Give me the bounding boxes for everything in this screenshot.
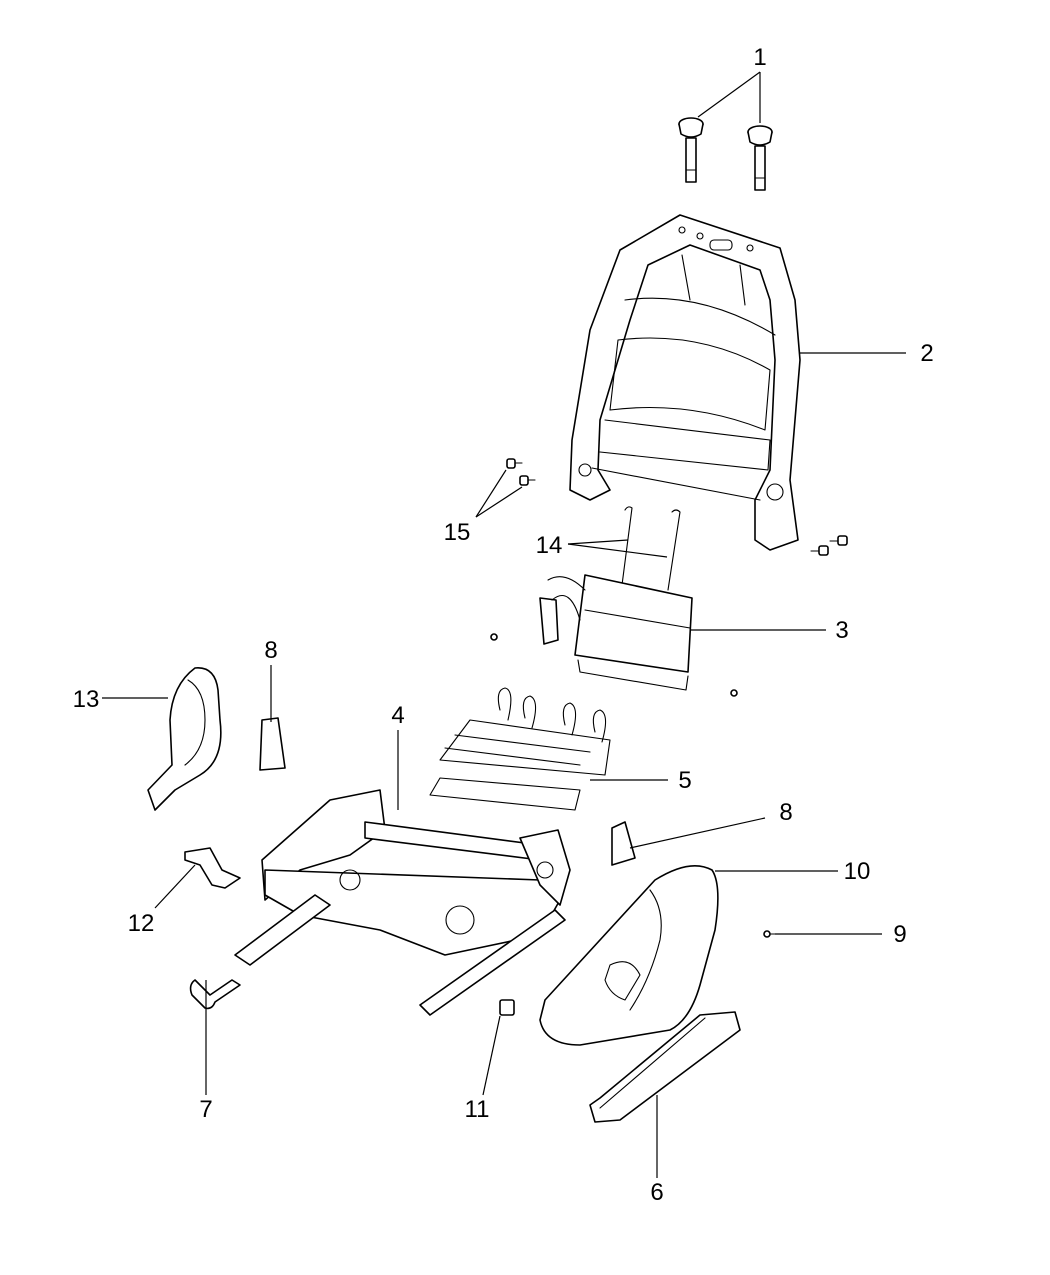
part-lumbar-wires: [621, 506, 681, 591]
part-hook-7: [189, 979, 241, 1010]
callout-4: 4: [391, 702, 404, 729]
part-side-trim-10: [539, 864, 719, 1046]
callout-11: 11: [465, 1096, 490, 1123]
part-headrest-guide-right: [747, 125, 773, 191]
part-lumbar-support: [490, 574, 738, 697]
leader-lines: [102, 71, 906, 1178]
callout-6: 6: [650, 1179, 663, 1206]
part-screws-frame: [810, 535, 848, 556]
part-headrest-guide-left: [678, 117, 704, 183]
part-seat-springs: [429, 687, 611, 811]
callout-12: 12: [128, 910, 155, 937]
callout-14: 14: [536, 532, 563, 559]
part-nut-11: [499, 999, 515, 1016]
part-bracket-8-left: [259, 717, 286, 771]
callout-5: 5: [678, 767, 691, 794]
callout-7: 7: [199, 1096, 212, 1123]
part-screw-9: [763, 930, 779, 938]
part-side-shield-13: [147, 667, 222, 811]
callout-13: 13: [73, 686, 100, 713]
callout-2: 2: [920, 340, 933, 367]
part-seat-back-frame: [569, 214, 801, 551]
part-bracket-8-right: [611, 821, 636, 866]
callout-9: 9: [893, 921, 906, 948]
part-track-cover-6: [589, 1011, 741, 1123]
callout-8-right: 8: [779, 799, 792, 826]
part-screws-15: [506, 458, 536, 486]
callout-1: 1: [753, 44, 766, 71]
callout-3: 3: [835, 617, 848, 644]
part-seat-adjuster: [234, 789, 571, 1016]
callout-10: 10: [844, 858, 871, 885]
callout-15: 15: [444, 519, 471, 546]
callout-8-left: 8: [264, 637, 277, 664]
part-clip-12: [184, 847, 241, 889]
callout-labels: 1 2 3 4 5 6 7 8 8 9 10 11 12 13 14 15: [73, 44, 934, 1206]
